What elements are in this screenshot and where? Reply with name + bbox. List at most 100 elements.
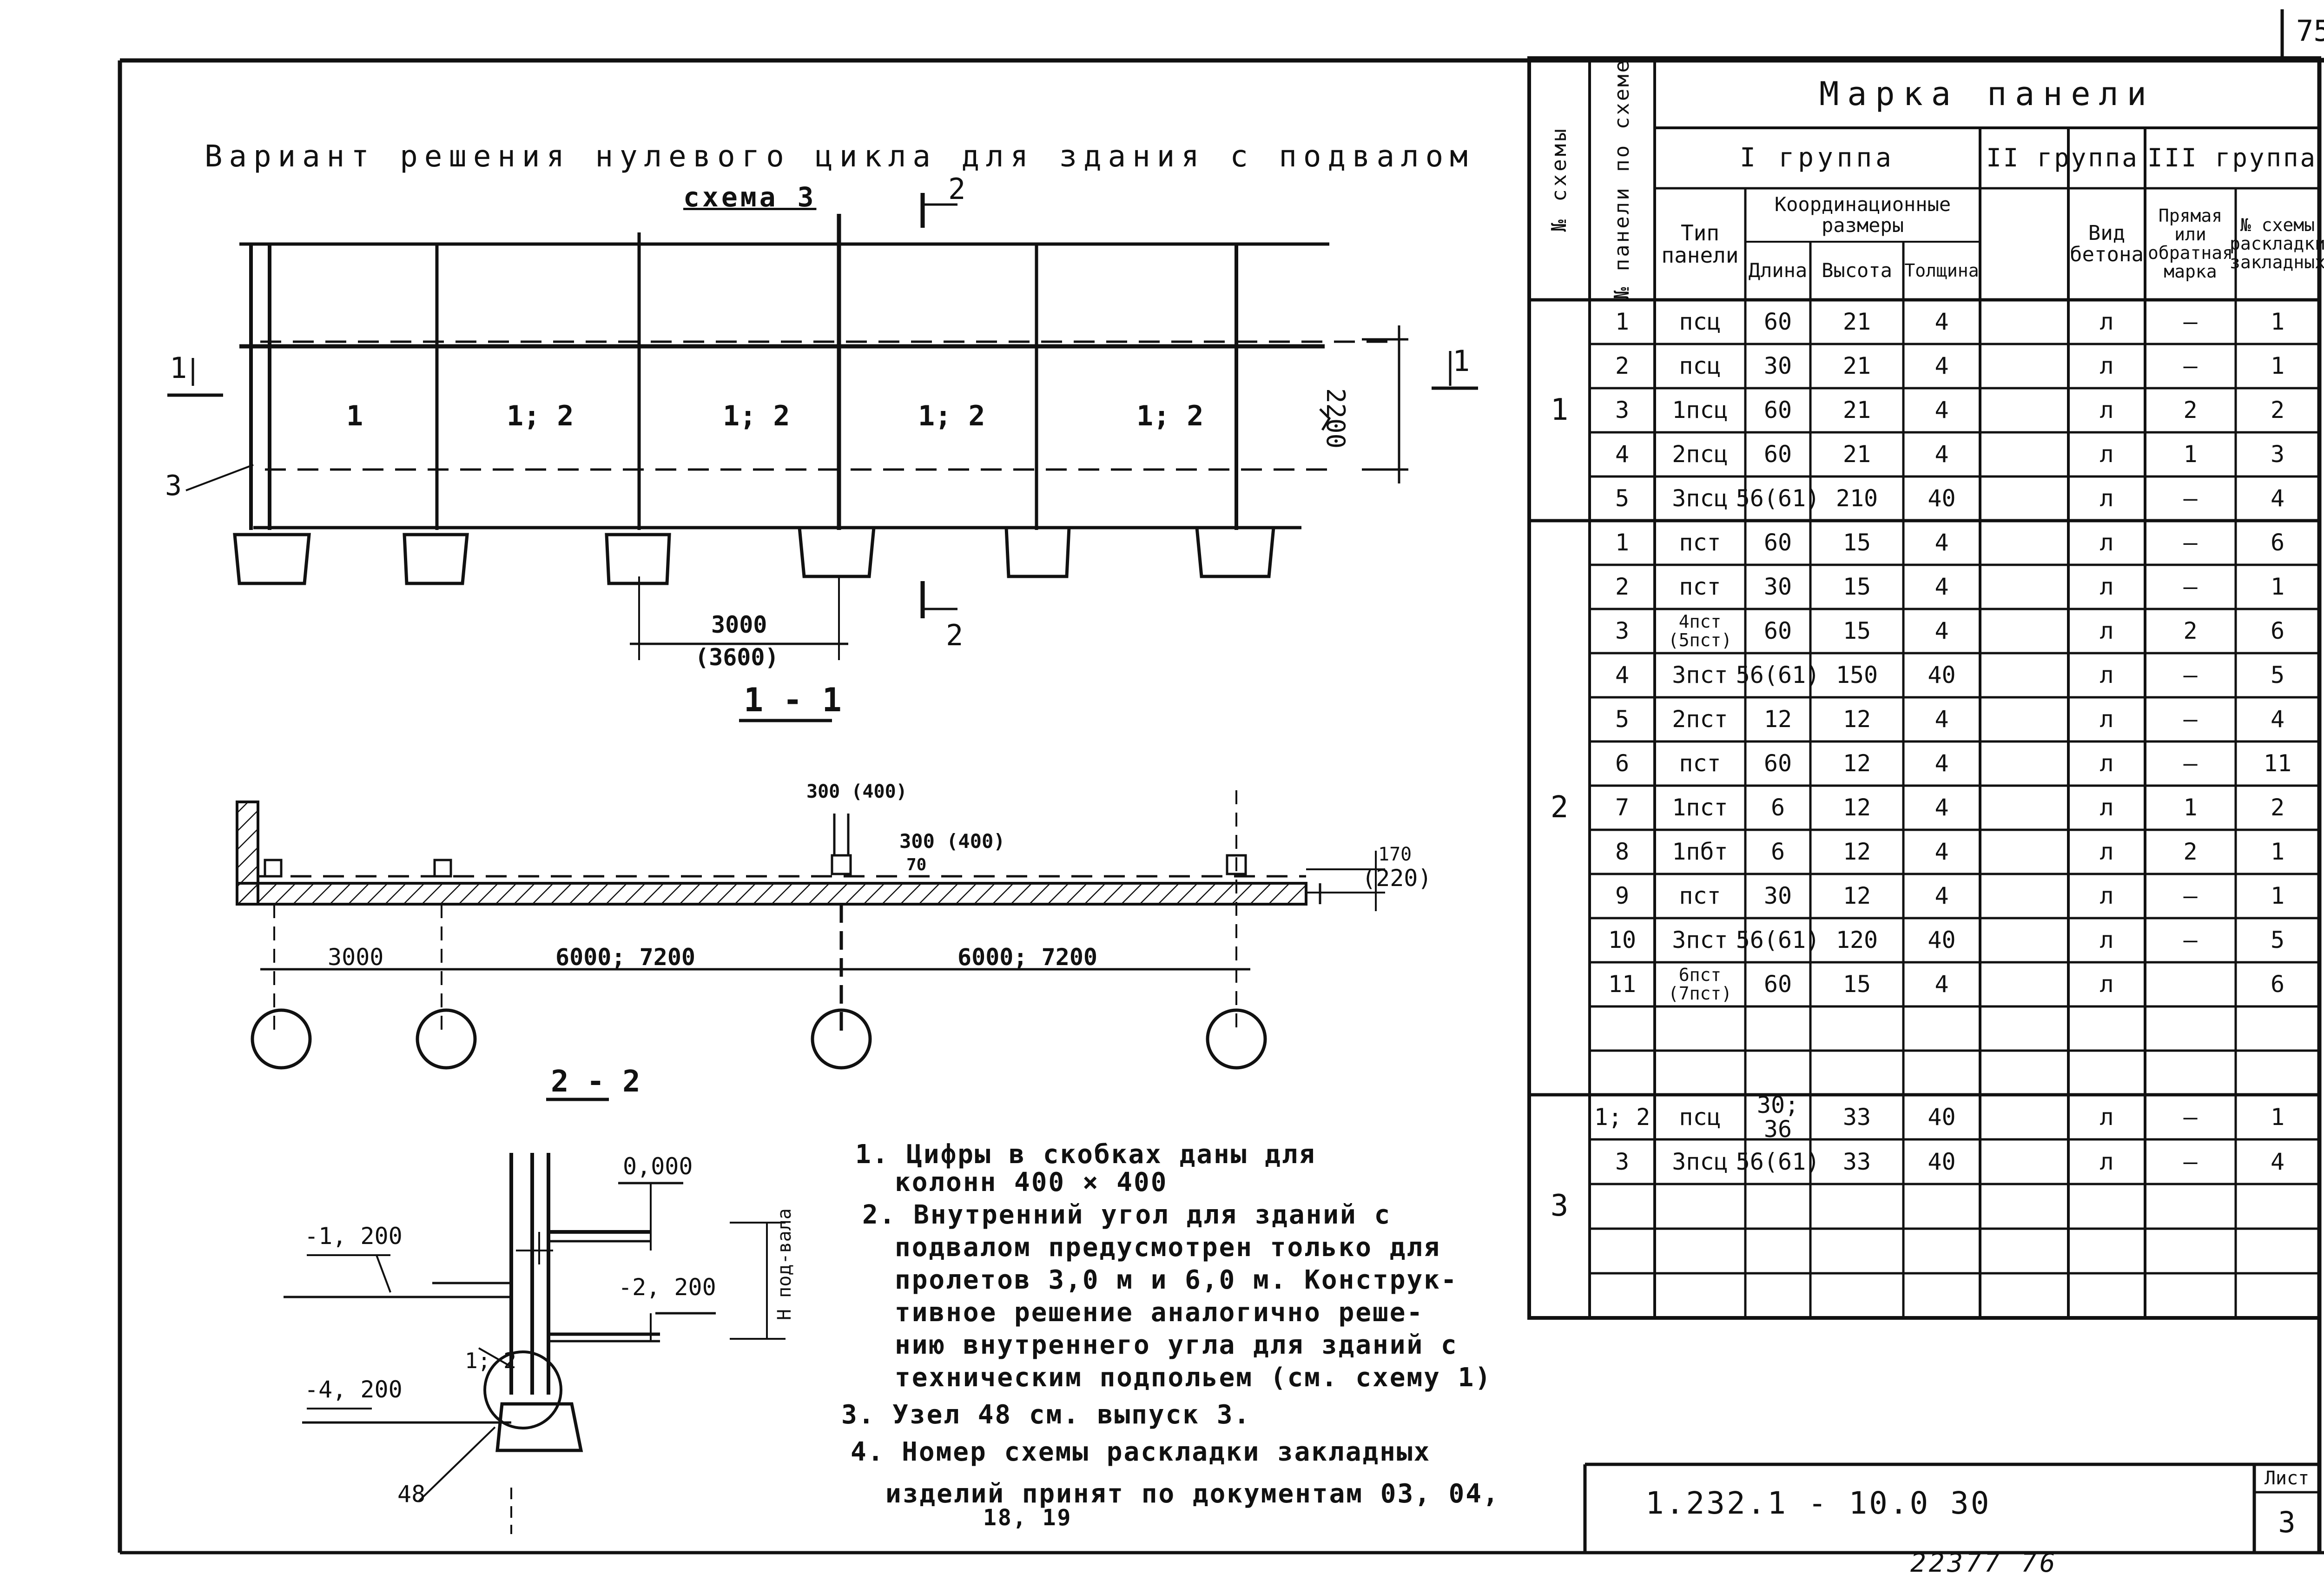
- table-cell: 4: [1934, 971, 1949, 998]
- table-cell: —: [2183, 926, 2198, 954]
- table-cell: 3псц: [1672, 485, 1728, 512]
- scheme-number: 1: [1550, 392, 1569, 427]
- table-cell: 4: [1934, 794, 1949, 821]
- table-cell: 56(61): [1736, 926, 1820, 954]
- table-cell: 1: [2270, 308, 2285, 336]
- table-cell: л: [2100, 750, 2114, 777]
- table-cell: [1810, 1184, 1903, 1229]
- table-cell: 56(61): [1736, 485, 1820, 512]
- panel-table-rows: [1590, 343, 2319, 1275]
- table-cell: 3псц: [1672, 1148, 1728, 1175]
- table-cell: л: [2100, 971, 2114, 998]
- header-group-2: II группа: [1986, 143, 2139, 172]
- dim-height-2200: 2200: [1321, 388, 1350, 449]
- table-cell: 3пст: [1672, 926, 1728, 954]
- table-cell: 1; 2: [1594, 1103, 1651, 1131]
- table-cell: 2: [2270, 794, 2285, 821]
- table-cell: пст: [1679, 573, 1721, 601]
- table-cell: 21: [1842, 308, 1871, 336]
- level-minus-2-200: -2, 200: [618, 1274, 716, 1301]
- table-title: Марка панели: [1819, 74, 2155, 113]
- table-cell: [1810, 1051, 1903, 1095]
- table-cell: л: [2100, 662, 2114, 689]
- table-cell: псц: [1679, 352, 1721, 380]
- table-cell: 3: [1615, 397, 1630, 424]
- table-cell: —: [2183, 529, 2198, 556]
- table-cell: 12: [1842, 706, 1871, 733]
- table-cell: 6: [1770, 838, 1785, 866]
- table-cell: [1655, 1006, 1745, 1051]
- table-cell: 1: [2270, 352, 2285, 380]
- section-mark-2-top: 2: [948, 172, 966, 206]
- table-cell: 1: [2270, 573, 2285, 601]
- table-cell: пст: [1679, 750, 1721, 777]
- note-line: колонн 400 × 400: [895, 1167, 1168, 1198]
- table-cell: пст: [1679, 882, 1721, 910]
- table-cell: [1590, 1051, 1655, 1095]
- table-cell: 1: [2270, 1103, 2285, 1131]
- table-cell: [1903, 1184, 1980, 1229]
- table-cell: л: [2100, 617, 2114, 645]
- table-cell: 4: [2270, 1148, 2285, 1175]
- table-cell: 1: [2270, 838, 2285, 866]
- table-cell: —: [2183, 573, 2198, 601]
- table-cell: 8: [1615, 838, 1630, 866]
- table-cell: 1: [1615, 308, 1630, 336]
- table-cell: 56(61): [1736, 1148, 1820, 1175]
- callout-3: 3: [165, 470, 182, 502]
- note-line: техническим подпольем (см. схему 1): [895, 1363, 1492, 1393]
- table-cell: [2145, 1273, 2236, 1318]
- dim-3600: (3600): [695, 644, 779, 671]
- table-cell: л: [2100, 529, 2114, 556]
- elevation-scheme-3: [167, 193, 1478, 722]
- table-cell: 2: [2183, 838, 2198, 866]
- table-cell: 6: [1770, 794, 1785, 821]
- table-cell: псц: [1679, 308, 1721, 336]
- table-cell: [1903, 1229, 1980, 1273]
- plan-col-dim: 300 (400): [806, 781, 907, 802]
- plan-col-dim-2: 300 (400): [899, 830, 1005, 853]
- table-cell: 60: [1763, 441, 1792, 468]
- panel-label: 1; 2: [507, 400, 574, 432]
- table-cell: [2236, 1051, 2319, 1095]
- table-cell: л: [2100, 794, 2114, 821]
- table-cell: 40: [1928, 1103, 1956, 1131]
- table-cell: 5: [2270, 926, 2285, 954]
- table-cell: [1903, 1051, 1980, 1095]
- table-cell: 3: [1615, 617, 1630, 645]
- table-cell: 6: [1615, 750, 1630, 777]
- document-code: 1.232.1 - 10.0 30: [1645, 1485, 1991, 1521]
- table-cell: [2236, 1229, 2319, 1273]
- level-0-000: 0,000: [623, 1153, 693, 1180]
- table-cell: 1пст: [1672, 794, 1728, 821]
- table-cell: 2: [1615, 573, 1630, 601]
- note-line: 1. Цифры в скобках даны для: [855, 1139, 1316, 1170]
- table-cell: [1903, 1006, 1980, 1051]
- table-cell: [1655, 1051, 1745, 1095]
- table-cell: 1псц: [1672, 397, 1728, 424]
- table-cell: [1745, 1229, 1810, 1273]
- table-cell: 1: [2183, 441, 2198, 468]
- table-cell: 12: [1763, 706, 1792, 733]
- table-cell: 10: [1608, 926, 1637, 954]
- table-cell: 5: [2270, 662, 2285, 689]
- panel-label: 1; 2: [723, 400, 790, 432]
- sheet-number: 3: [2278, 1505, 2296, 1540]
- table-cell: 4: [1934, 352, 1949, 380]
- table-cell: 30; 36: [1756, 1091, 1799, 1143]
- table-cell: 4: [1615, 662, 1630, 689]
- table-cell: 4: [1934, 882, 1949, 910]
- table-cell: [2068, 1184, 2145, 1229]
- table-cell: 15: [1842, 617, 1871, 645]
- table-cell: 4: [1934, 706, 1949, 733]
- table-cell: 6пст (7пст): [1668, 964, 1732, 1004]
- table-cell: [1810, 1229, 1903, 1273]
- table-cell: л: [2100, 573, 2114, 601]
- table-cell: псц: [1679, 1103, 1721, 1131]
- table-cell: л: [2100, 1148, 2114, 1175]
- table-cell: 150: [1835, 662, 1878, 689]
- header-mirror: Прямая или обратная марка: [2147, 205, 2233, 282]
- table-cell: 6: [2270, 971, 2285, 998]
- table-cell: 1: [2270, 882, 2285, 910]
- table-cell: 1пбт: [1672, 838, 1728, 866]
